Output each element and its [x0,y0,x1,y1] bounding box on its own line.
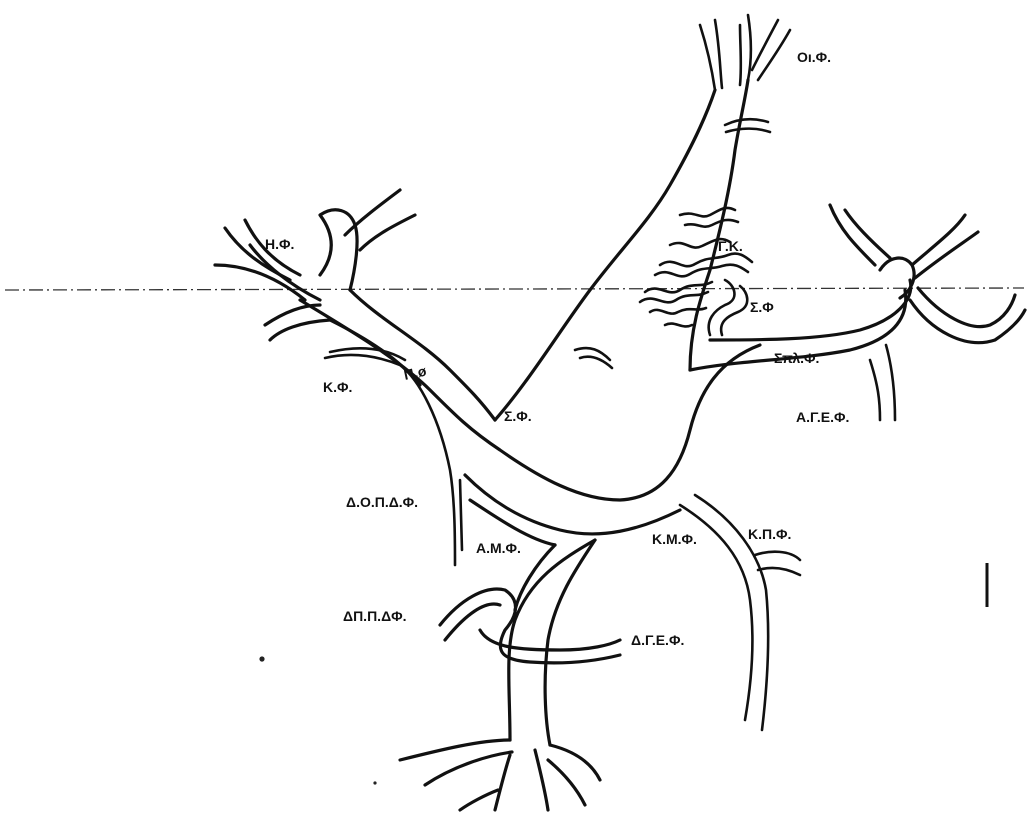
g-k-plexus [640,208,752,327]
label-p-phi: Π.ø [402,363,428,383]
label-o-ph: Oı.Φ. [797,49,831,65]
label-a-m-ph: A.M.Φ. [476,540,521,556]
lower-loop [440,589,620,663]
label-a-ge-ph: A.Γ.E.Φ. [796,409,849,425]
left-trunk [300,290,760,500]
label-k-m-ph: K.M.Φ. [652,531,697,547]
label-k-ph: K.Φ. [323,379,352,395]
label-k-p-ph: K.Π.Φ. [748,526,791,542]
label-s-ph-mid: Σ.Φ. [504,408,532,424]
bottom-branches [400,740,600,810]
ink-speck [259,656,264,661]
upper-trunk [495,15,790,420]
label-h-ph: H.Φ. [265,236,294,252]
label-d-o-p-d-ph: Δ.O.Π.Δ.Φ. [346,494,418,510]
label-d-p-p-d-ph: ΔΠ.Π.ΔΦ. [343,608,407,624]
reference-line [5,288,1024,290]
label-spl-ph: Σπλ.Φ. [774,350,819,366]
lower-trunk [465,475,680,745]
ink-speck [373,781,376,784]
label-g-k: Γ.K. [718,238,743,254]
label-d-g-e-ph: Δ.Γ.E.Φ. [631,632,684,648]
label-sigma-ph-upper: Σ.Φ [750,299,774,315]
